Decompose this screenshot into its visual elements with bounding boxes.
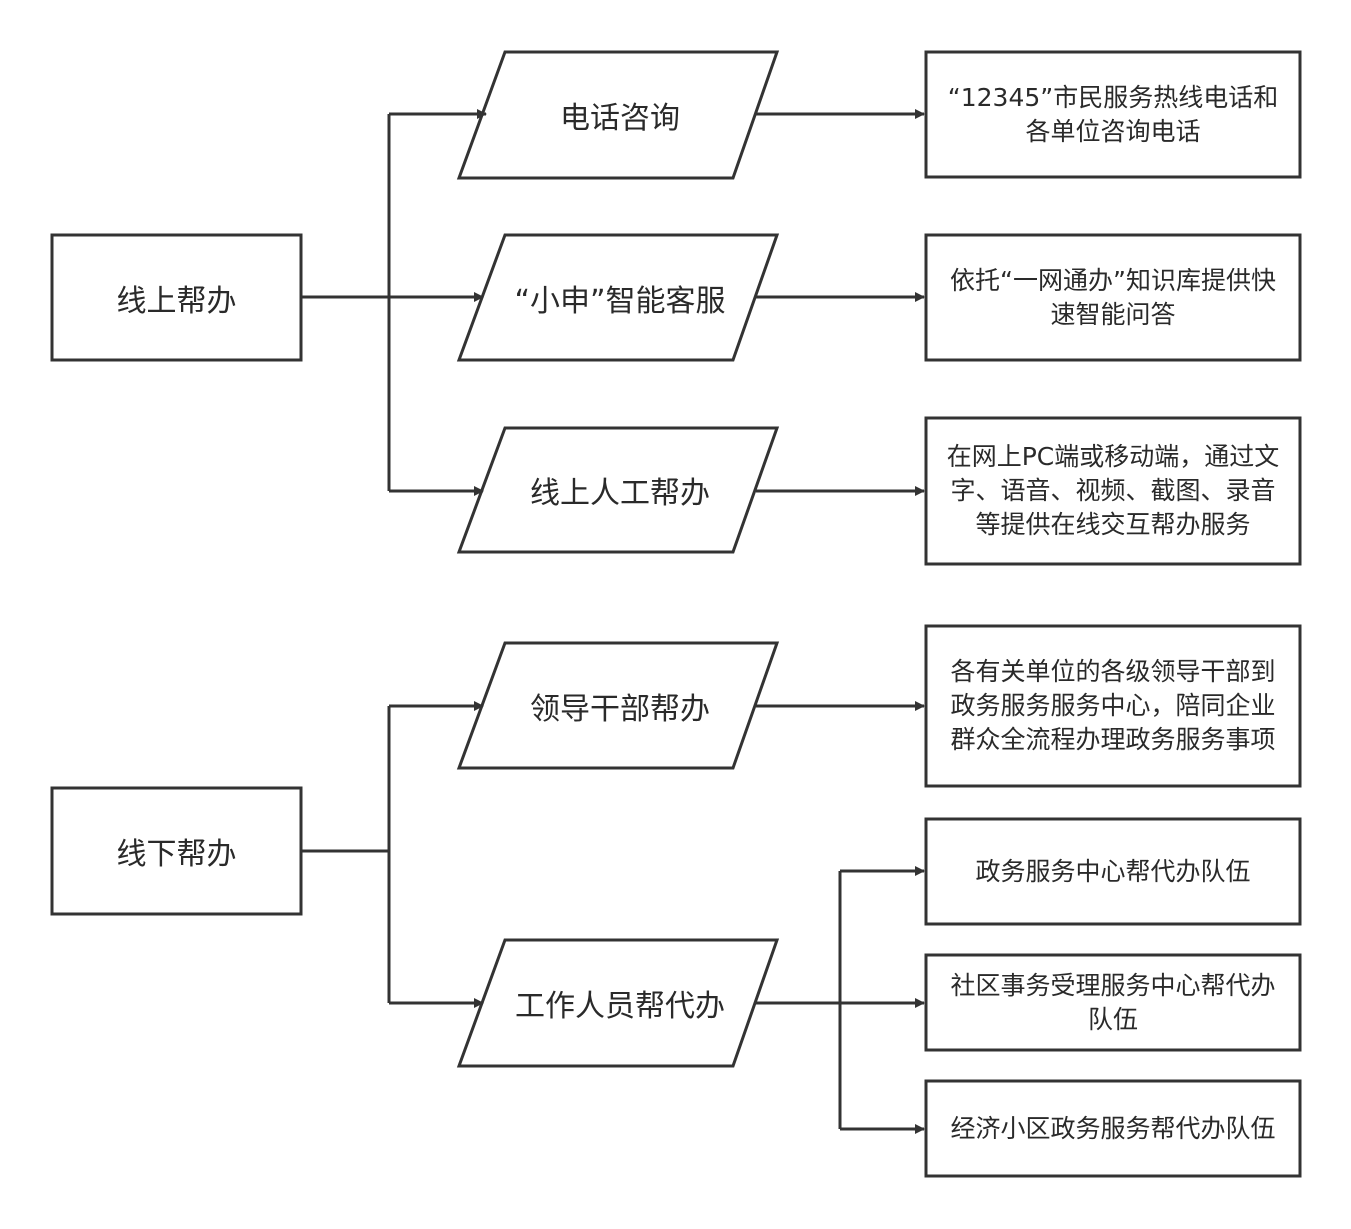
center-team-box — [924, 817, 1302, 926]
phone-consult-detail-box — [924, 50, 1302, 179]
online-root-label: 线上帮办 — [116, 283, 237, 319]
offline-root-box — [50, 786, 303, 916]
center-team-label: 政务服务中心帮代办队伍 — [975, 856, 1251, 886]
leader-help-detail: 各有关单位的各级领导干部到政务服务服务中心，陪同企业群众全流程办理政务服务事项 — [950, 657, 1276, 754]
staff-help-shape — [456, 938, 780, 1068]
community-team-label: 社区事务受理服务中心帮代办队伍 — [950, 970, 1276, 1034]
ai-service-detail: 依托“一网通办”知识库提供快速智能问答 — [950, 265, 1276, 329]
leader-help-shape — [456, 641, 780, 770]
online-manual-detail: 在网上PC端或移动端，通过文字、语音、视频、截图、录音等提供在线交互帮办服务 — [946, 442, 1280, 539]
ai-service-label: “小申”智能客服 — [514, 283, 726, 319]
phone-consult-detail: “12345”市民服务热线电话和各单位咨询电话 — [947, 82, 1279, 146]
economic-zone-team-label: 经济小区政务服务帮代办队伍 — [950, 1113, 1276, 1143]
staff-help-label: 工作人员帮代办 — [515, 989, 725, 1024]
economic-zone-team-box — [924, 1079, 1302, 1178]
online-manual-label: 线上人工帮办 — [530, 476, 710, 511]
community-team-box — [924, 953, 1302, 1052]
leader-help-detail-box — [924, 624, 1302, 788]
online-manual-detail-box — [924, 416, 1302, 566]
leader-help-label: 领导干部帮办 — [530, 691, 710, 727]
ai-service-detail-box — [924, 233, 1302, 362]
phone-consult-label: 电话咨询 — [560, 101, 680, 136]
ai-service-shape — [456, 233, 780, 362]
online-root-box — [50, 233, 303, 362]
online-manual-shape — [456, 426, 780, 554]
offline-root-label: 线下帮办 — [116, 837, 237, 872]
phone-consult-shape — [456, 50, 780, 180]
